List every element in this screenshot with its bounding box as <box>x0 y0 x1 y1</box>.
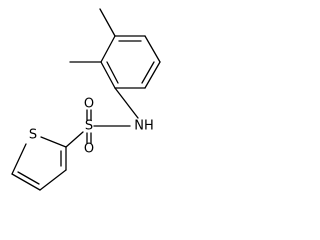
benzene-bond <box>144 61 161 89</box>
benzene-ring <box>100 35 161 89</box>
sulfur-thiophene-bond <box>65 131 84 148</box>
molecule-drawing: O S O NH S <box>11 8 161 191</box>
thiophene-double-bond <box>17 171 40 185</box>
structure-canvas: O S O NH S <box>0 0 173 216</box>
amide-nitrogen-label: NH <box>134 119 154 134</box>
thiophene-bond <box>11 173 41 191</box>
benzene-bond <box>144 35 161 63</box>
thiophene-sulfur-label: S <box>29 128 37 143</box>
benzene-double-bond <box>106 61 119 84</box>
benzene-bond <box>100 35 116 63</box>
thiophene-ring <box>11 136 67 191</box>
thiophene-bond <box>11 143 27 175</box>
benzene-double-bond <box>141 61 155 84</box>
benzene-bond <box>100 61 116 89</box>
thiophene-bond <box>40 136 67 148</box>
sulfonyl-sulfur-label: S <box>85 119 93 134</box>
aryl-nitrogen-bond <box>114 87 139 119</box>
sulfonyl-oxygen-lower-label: O <box>84 142 94 157</box>
methyl-bond-top <box>99 8 116 37</box>
thiophene-bond <box>39 169 67 191</box>
sulfonyl-oxygen-upper-label: O <box>84 97 94 112</box>
